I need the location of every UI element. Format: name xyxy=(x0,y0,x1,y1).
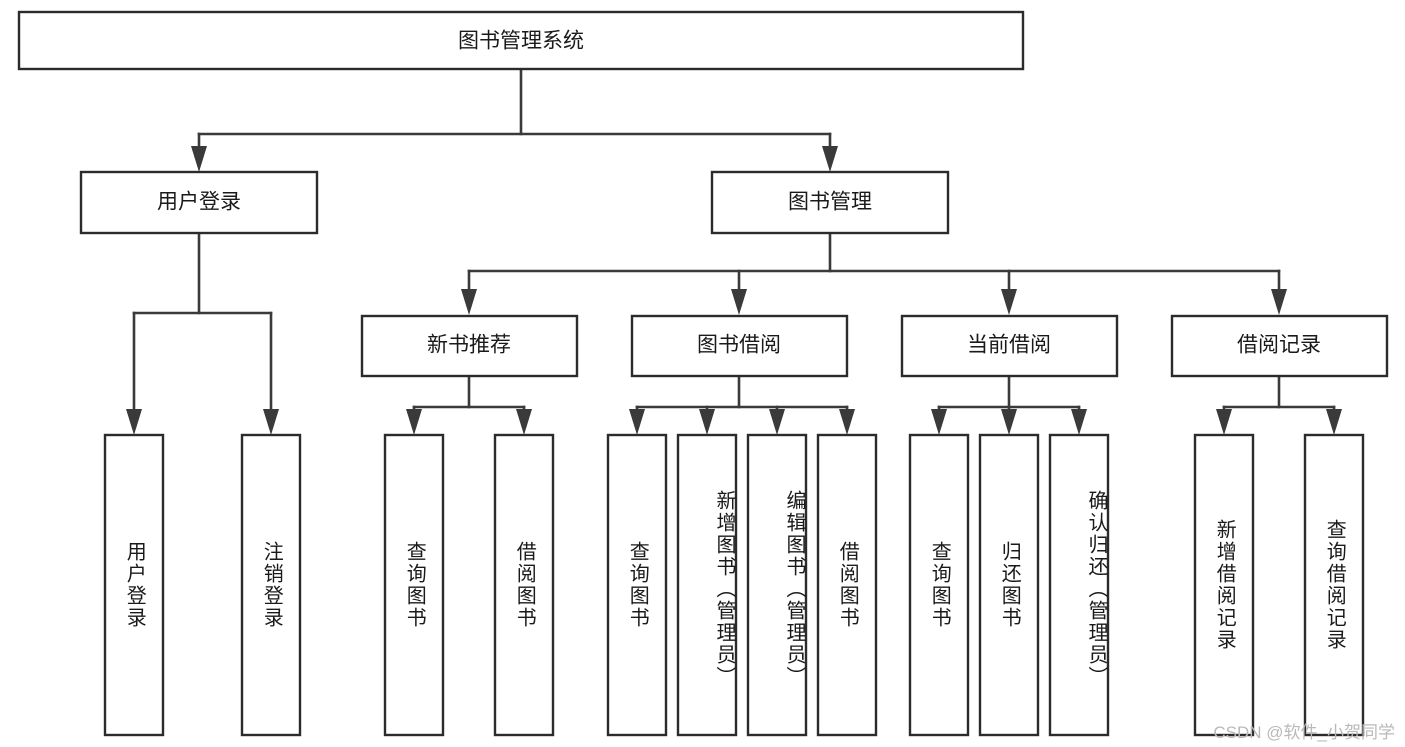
node-book-borrow[interactable] xyxy=(630,314,849,378)
node-leaf-borrow-book-1[interactable] xyxy=(493,433,555,737)
arrow-head-leaf-logout-login xyxy=(263,409,279,435)
arrow-head-leaf-edit-book xyxy=(769,409,785,435)
node-new-book-recommend[interactable] xyxy=(360,314,579,378)
connector-group-borrow-record-to-leaves xyxy=(1216,374,1342,435)
node-leaf-query-borrow-record[interactable] xyxy=(1303,433,1365,737)
node-new-book-recommend-label: 新书推荐 xyxy=(427,334,511,357)
arrow-head-leaf-return-book xyxy=(1001,409,1017,435)
node-borrow-record[interactable] xyxy=(1170,314,1389,378)
connector-group-current-borrow-to-leaves xyxy=(931,374,1087,435)
node-root[interactable] xyxy=(17,10,1025,71)
node-leaf-return-book[interactable] xyxy=(978,433,1040,737)
node-book-manage-label: 图书管理 xyxy=(788,191,872,214)
node-leaf-query-book-1[interactable] xyxy=(383,433,445,737)
node-user-login-label: 用户登录 xyxy=(157,191,241,214)
connector-group-book-manage-to-level3 xyxy=(461,231,1287,315)
node-leaf-query-book-3[interactable] xyxy=(908,433,970,737)
arrow-head-leaf-user-login xyxy=(126,409,142,435)
connector-group-user-login-to-leaves xyxy=(126,231,279,435)
connector-group-book-borrow-to-leaves xyxy=(629,374,855,435)
node-leaf-confirm-return[interactable] xyxy=(1048,433,1110,737)
arrow-head-new-book-recommend xyxy=(461,289,477,315)
node-book-borrow-label: 图书借阅 xyxy=(697,334,781,357)
csdn-watermark: CSDN @软件_小贺同学 xyxy=(1213,723,1395,742)
connector-group-new-book-to-leaves xyxy=(406,374,532,435)
arrow-head-leaf-query-book-3 xyxy=(931,409,947,435)
arrow-head-leaf-add-book xyxy=(699,409,715,435)
arrow-head-borrow-record xyxy=(1271,289,1287,315)
node-leaf-borrow-book-2[interactable] xyxy=(816,433,878,737)
arrow-head-leaf-confirm-return xyxy=(1071,409,1087,435)
node-leaf-query-book-2[interactable] xyxy=(606,433,668,737)
arrow-head-user-login xyxy=(191,146,207,172)
arrow-head-book-manage xyxy=(822,146,838,172)
connector-group-root-to-level2 xyxy=(191,67,838,172)
node-borrow-record-label: 借阅记录 xyxy=(1237,334,1321,357)
node-leaf-user-login[interactable] xyxy=(103,433,165,737)
node-book-manage[interactable] xyxy=(710,170,950,235)
node-user-login[interactable] xyxy=(79,170,319,235)
node-leaf-add-borrow-record[interactable] xyxy=(1193,433,1255,737)
arrow-head-leaf-add-borrow-record xyxy=(1216,409,1232,435)
node-leaf-add-book[interactable] xyxy=(676,433,738,737)
arrow-head-leaf-query-book-2 xyxy=(629,409,645,435)
arrow-head-leaf-borrow-book-1 xyxy=(516,409,532,435)
arrow-head-book-borrow xyxy=(731,289,747,315)
node-leaf-logout-login[interactable] xyxy=(240,433,302,737)
node-root-label: 图书管理系统 xyxy=(458,30,584,53)
arrow-head-leaf-query-borrow-record xyxy=(1326,409,1342,435)
arrow-head-leaf-query-book-1 xyxy=(406,409,422,435)
arrow-head-leaf-borrow-book-2 xyxy=(839,409,855,435)
node-current-borrow[interactable] xyxy=(900,314,1119,378)
node-leaf-edit-book[interactable] xyxy=(746,433,808,737)
arrow-head-current-borrow xyxy=(1001,289,1017,315)
node-current-borrow-label: 当前借阅 xyxy=(967,334,1051,357)
